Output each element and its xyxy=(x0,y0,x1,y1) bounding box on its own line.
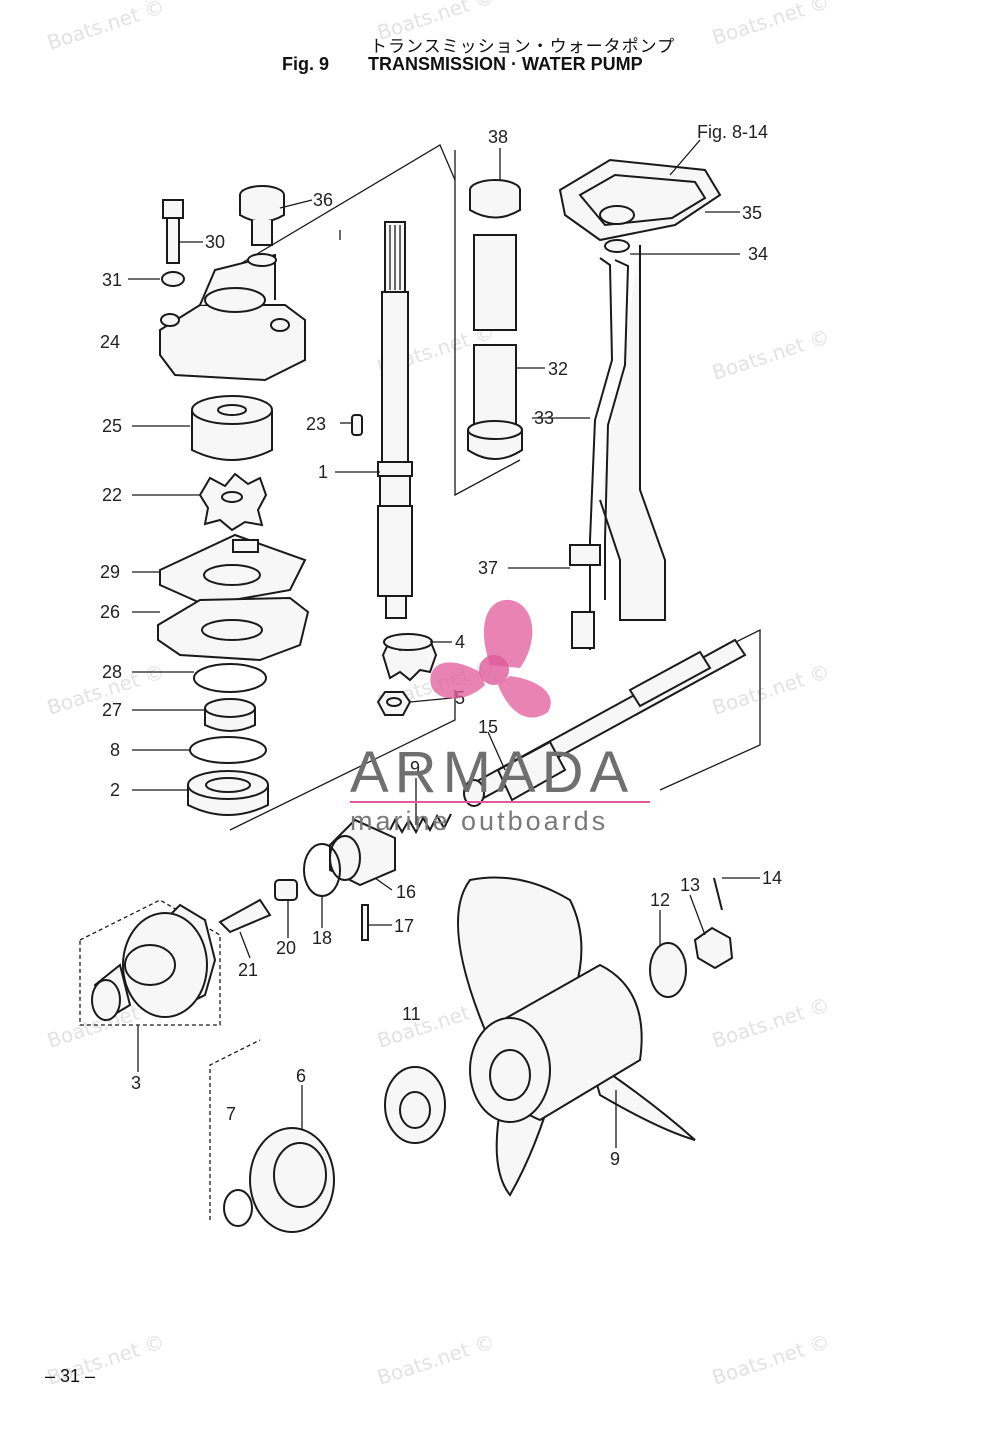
thrust-holder xyxy=(384,1066,446,1144)
impeller-housing xyxy=(191,395,273,461)
propeller xyxy=(457,876,696,1197)
watermark: Boats.net © xyxy=(44,0,167,55)
impeller xyxy=(198,472,268,532)
watermark: Boats.net © xyxy=(374,0,497,45)
reverse-gear xyxy=(249,1127,335,1233)
callout-label: 14 xyxy=(762,868,782,888)
callout-label: 15 xyxy=(478,717,498,737)
callout-label: 38 xyxy=(488,127,508,147)
callout-label: 26 xyxy=(100,602,120,622)
watermark: Boats.net © xyxy=(709,0,832,50)
callout-label: 3 xyxy=(131,1073,141,1093)
callout-label: 37 xyxy=(478,558,498,578)
callout-label: 11 xyxy=(402,1004,421,1024)
callout-label: 24 xyxy=(100,332,120,352)
retaining-ring xyxy=(303,843,341,897)
watermark: Boats.net © xyxy=(374,1329,497,1390)
callout-label: 20 xyxy=(276,938,296,958)
washer xyxy=(161,271,185,287)
water-tube xyxy=(467,179,523,460)
title-japanese: トランスミッション・ウォータポンプ xyxy=(370,37,676,57)
callout-label: 2 xyxy=(110,780,120,800)
watermark: Boats.net © xyxy=(709,992,832,1053)
callout-label: 6 xyxy=(296,1066,306,1086)
callout-label: 25 xyxy=(102,416,122,436)
title-english: TRANSMISSION · WATER PUMP xyxy=(368,54,643,74)
callout-label: 12 xyxy=(650,890,670,910)
callout-labels: 38 36 30 31 24 25 23 22 29 26 28 27 8 2 … xyxy=(100,122,782,1169)
grommet xyxy=(239,185,285,246)
callout-label: 31 xyxy=(102,270,122,290)
pinion-gear xyxy=(381,633,438,682)
water-pump-housing xyxy=(159,253,306,382)
spring xyxy=(389,813,452,835)
callout-label: 4 xyxy=(455,632,465,652)
callout-label: 29 xyxy=(100,562,120,582)
thrust-washer xyxy=(223,1189,253,1227)
nut xyxy=(376,691,412,716)
watermark: Boats.net © xyxy=(709,659,832,720)
propeller-logo-icon xyxy=(483,599,533,668)
callout-label: 33 xyxy=(534,408,554,428)
propeller-shaft xyxy=(463,638,747,807)
watermark: Boats.net © xyxy=(709,324,832,385)
brand-name: ARMADA xyxy=(350,740,634,805)
callout-label: 18 xyxy=(312,928,332,948)
callout-label: 21 xyxy=(238,960,258,980)
bolt xyxy=(162,199,184,264)
forward-gear xyxy=(91,903,217,1022)
prop-washer xyxy=(649,942,687,998)
watermark: Boats.net © xyxy=(709,1329,832,1390)
gasket xyxy=(159,533,307,607)
callout-label: 22 xyxy=(102,485,122,505)
push-rod xyxy=(274,879,298,901)
dog-clutch xyxy=(329,818,396,887)
pump-case xyxy=(157,596,310,662)
figure-number: Fig. 9 xyxy=(282,54,330,74)
callout-label: 1 xyxy=(318,462,328,482)
callout-label: 34 xyxy=(748,244,768,264)
cotter-pin xyxy=(713,877,723,911)
page-number: – 31 – xyxy=(45,1366,96,1386)
propeller-logo-hub xyxy=(479,655,509,685)
propeller-logo-blade xyxy=(430,662,485,699)
callout-label: 32 xyxy=(548,359,568,379)
callout-label: 9 xyxy=(410,758,420,778)
needle-bearing xyxy=(204,698,256,732)
leader-lines xyxy=(128,139,760,1148)
callout-label: 23 xyxy=(306,414,326,434)
callout-label: 9 xyxy=(610,1149,620,1169)
o-ring xyxy=(193,663,267,693)
callout-label: 27 xyxy=(102,700,122,720)
callout-label: 7 xyxy=(226,1104,236,1124)
callout-label: 30 xyxy=(205,232,225,252)
shift-plunger xyxy=(218,898,272,934)
reference-label: Fig. 8-14 xyxy=(697,122,768,142)
ball-bearing xyxy=(187,770,269,816)
callout-label: 17 xyxy=(394,916,414,936)
water-pipe-assembly xyxy=(558,158,722,650)
callout-label: 36 xyxy=(313,190,333,210)
callout-label: 28 xyxy=(102,662,122,682)
castle-nut xyxy=(693,926,734,970)
brand-tagline: marine outboards xyxy=(350,806,608,836)
callout-label: 8 xyxy=(110,740,120,760)
cross-pin xyxy=(361,904,369,941)
callout-label: 16 xyxy=(396,882,416,902)
brand-logo: ARMADA marine outboards xyxy=(350,599,650,836)
shaft-key xyxy=(351,414,363,436)
callout-label: 35 xyxy=(742,203,762,223)
callout-label: 13 xyxy=(680,875,700,895)
snap-ring xyxy=(189,736,267,764)
propeller-logo-blade xyxy=(498,676,551,718)
drive-shaft xyxy=(377,221,413,619)
